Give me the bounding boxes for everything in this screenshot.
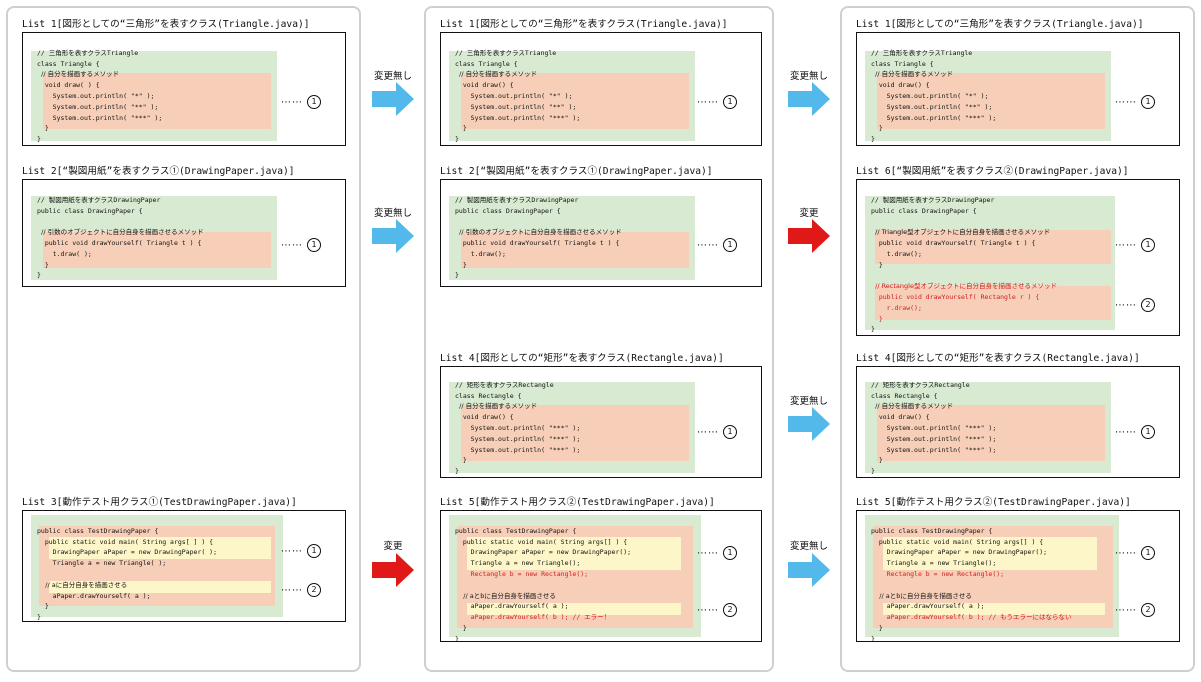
- arrow-label: 変更無し: [789, 396, 828, 407]
- list-title: List 1[図形としての“三角形”を表すクラス(Triangle.java)]: [440, 19, 728, 30]
- code-text: // 矩形を表すクラスRectangle class Rectangle { /…: [871, 380, 997, 476]
- line-marker: ⋯⋯2: [1115, 298, 1155, 312]
- code-box: // 製図用紙を表すクラスDrawingPaper public class D…: [440, 179, 762, 287]
- list-title: List 1[図形としての“三角形”を表すクラス(Triangle.java)]: [856, 19, 1144, 30]
- line-marker: ⋯⋯1: [1115, 425, 1155, 439]
- line-marker: ⋯⋯1: [281, 544, 321, 558]
- code-text: public class TestDrawingPaper { public s…: [871, 526, 1072, 643]
- line-marker: ⋯⋯1: [1115, 238, 1155, 252]
- arrow-label: 変更無し: [789, 71, 828, 82]
- code-box: public class TestDrawingPaper { public s…: [440, 510, 762, 643]
- arrow-label: 変更無し: [789, 541, 828, 552]
- line-marker: ⋯⋯1: [697, 425, 737, 439]
- code-box: public class TestDrawingPaper { public s…: [22, 510, 346, 622]
- arrow-right-icon: [788, 553, 830, 587]
- arrow-right-icon: [372, 219, 414, 253]
- line-marker: ⋯⋯1: [281, 238, 321, 252]
- code-text: // 三角形を表すクラスTriangle class Triangle { //…: [37, 48, 163, 144]
- arrow-right-icon: [372, 553, 414, 587]
- code-text: // 製図用紙を表すクラスDrawingPaper public class D…: [455, 195, 622, 280]
- code-box: // 製図用紙を表すクラスDrawingPaper public class D…: [22, 179, 346, 287]
- code-text: // 三角形を表すクラスTriangle class Triangle { //…: [455, 48, 581, 144]
- arrow-right-icon: [788, 407, 830, 441]
- arrow-label: 変更: [383, 541, 403, 552]
- code-box: public class TestDrawingPaper { public s…: [856, 510, 1180, 643]
- code-box: // 三角形を表すクラスTriangle class Triangle { //…: [22, 32, 346, 146]
- arrow-right-icon: [788, 82, 830, 116]
- code-box: // 矩形を表すクラスRectangle class Rectangle { /…: [856, 366, 1180, 478]
- code-box: // 三角形を表すクラスTriangle class Triangle { //…: [440, 32, 762, 146]
- list-title: List 5[動作テスト用クラス②(TestDrawingPaper.java)…: [440, 497, 715, 508]
- arrow-right-icon: [372, 82, 414, 116]
- code-text: // 製図用紙を表すクラスDrawingPaper public class D…: [37, 195, 204, 280]
- code-text: // 三角形を表すクラスTriangle class Triangle { //…: [871, 48, 997, 144]
- line-marker: ⋯⋯1: [1115, 546, 1155, 560]
- arrow-label: 変更無し: [373, 71, 412, 82]
- line-marker: ⋯⋯1: [1115, 95, 1155, 109]
- arrow-right-icon: [788, 219, 830, 253]
- list-title: List 4[図形としての“矩形”を表すクラス(Rectangle.java)]: [440, 353, 724, 364]
- code-text: public class TestDrawingPaper { public s…: [455, 526, 632, 643]
- list-title: List 6[“製図用紙”を表すクラス②(DrawingPaper.java)]: [856, 166, 1129, 177]
- line-marker: ⋯⋯2: [697, 603, 737, 617]
- code-box: // 製図用紙を表すクラスDrawingPaper public class D…: [856, 179, 1180, 336]
- line-marker: ⋯⋯1: [697, 238, 737, 252]
- code-text: public class TestDrawingPaper { public s…: [37, 526, 218, 622]
- code-text: // 矩形を表すクラスRectangle class Rectangle { /…: [455, 380, 581, 476]
- list-title: List 2[“製図用紙”を表すクラス①(DrawingPaper.java)]: [440, 166, 713, 177]
- list-title: List 3[動作テスト用クラス①(TestDrawingPaper.java)…: [22, 497, 297, 508]
- line-marker: ⋯⋯2: [281, 583, 321, 597]
- list-title: List 5[動作テスト用クラス②(TestDrawingPaper.java)…: [856, 497, 1131, 508]
- line-marker: ⋯⋯1: [697, 546, 737, 560]
- list-title: List 1[図形としての“三角形”を表すクラス(Triangle.java)]: [22, 19, 310, 30]
- line-marker: ⋯⋯1: [281, 95, 321, 109]
- code-box: // 矩形を表すクラスRectangle class Rectangle { /…: [440, 366, 762, 478]
- arrow-label: 変更無し: [373, 208, 412, 219]
- code-text: // 製図用紙を表すクラスDrawingPaper public class D…: [871, 195, 1057, 334]
- line-marker: ⋯⋯1: [697, 95, 737, 109]
- arrow-label: 変更: [799, 208, 819, 219]
- list-title: List 4[図形としての“矩形”を表すクラス(Rectangle.java)]: [856, 353, 1140, 364]
- line-marker: ⋯⋯2: [1115, 603, 1155, 617]
- code-box: // 三角形を表すクラスTriangle class Triangle { //…: [856, 32, 1180, 146]
- list-title: List 2[“製図用紙”を表すクラス①(DrawingPaper.java)]: [22, 166, 295, 177]
